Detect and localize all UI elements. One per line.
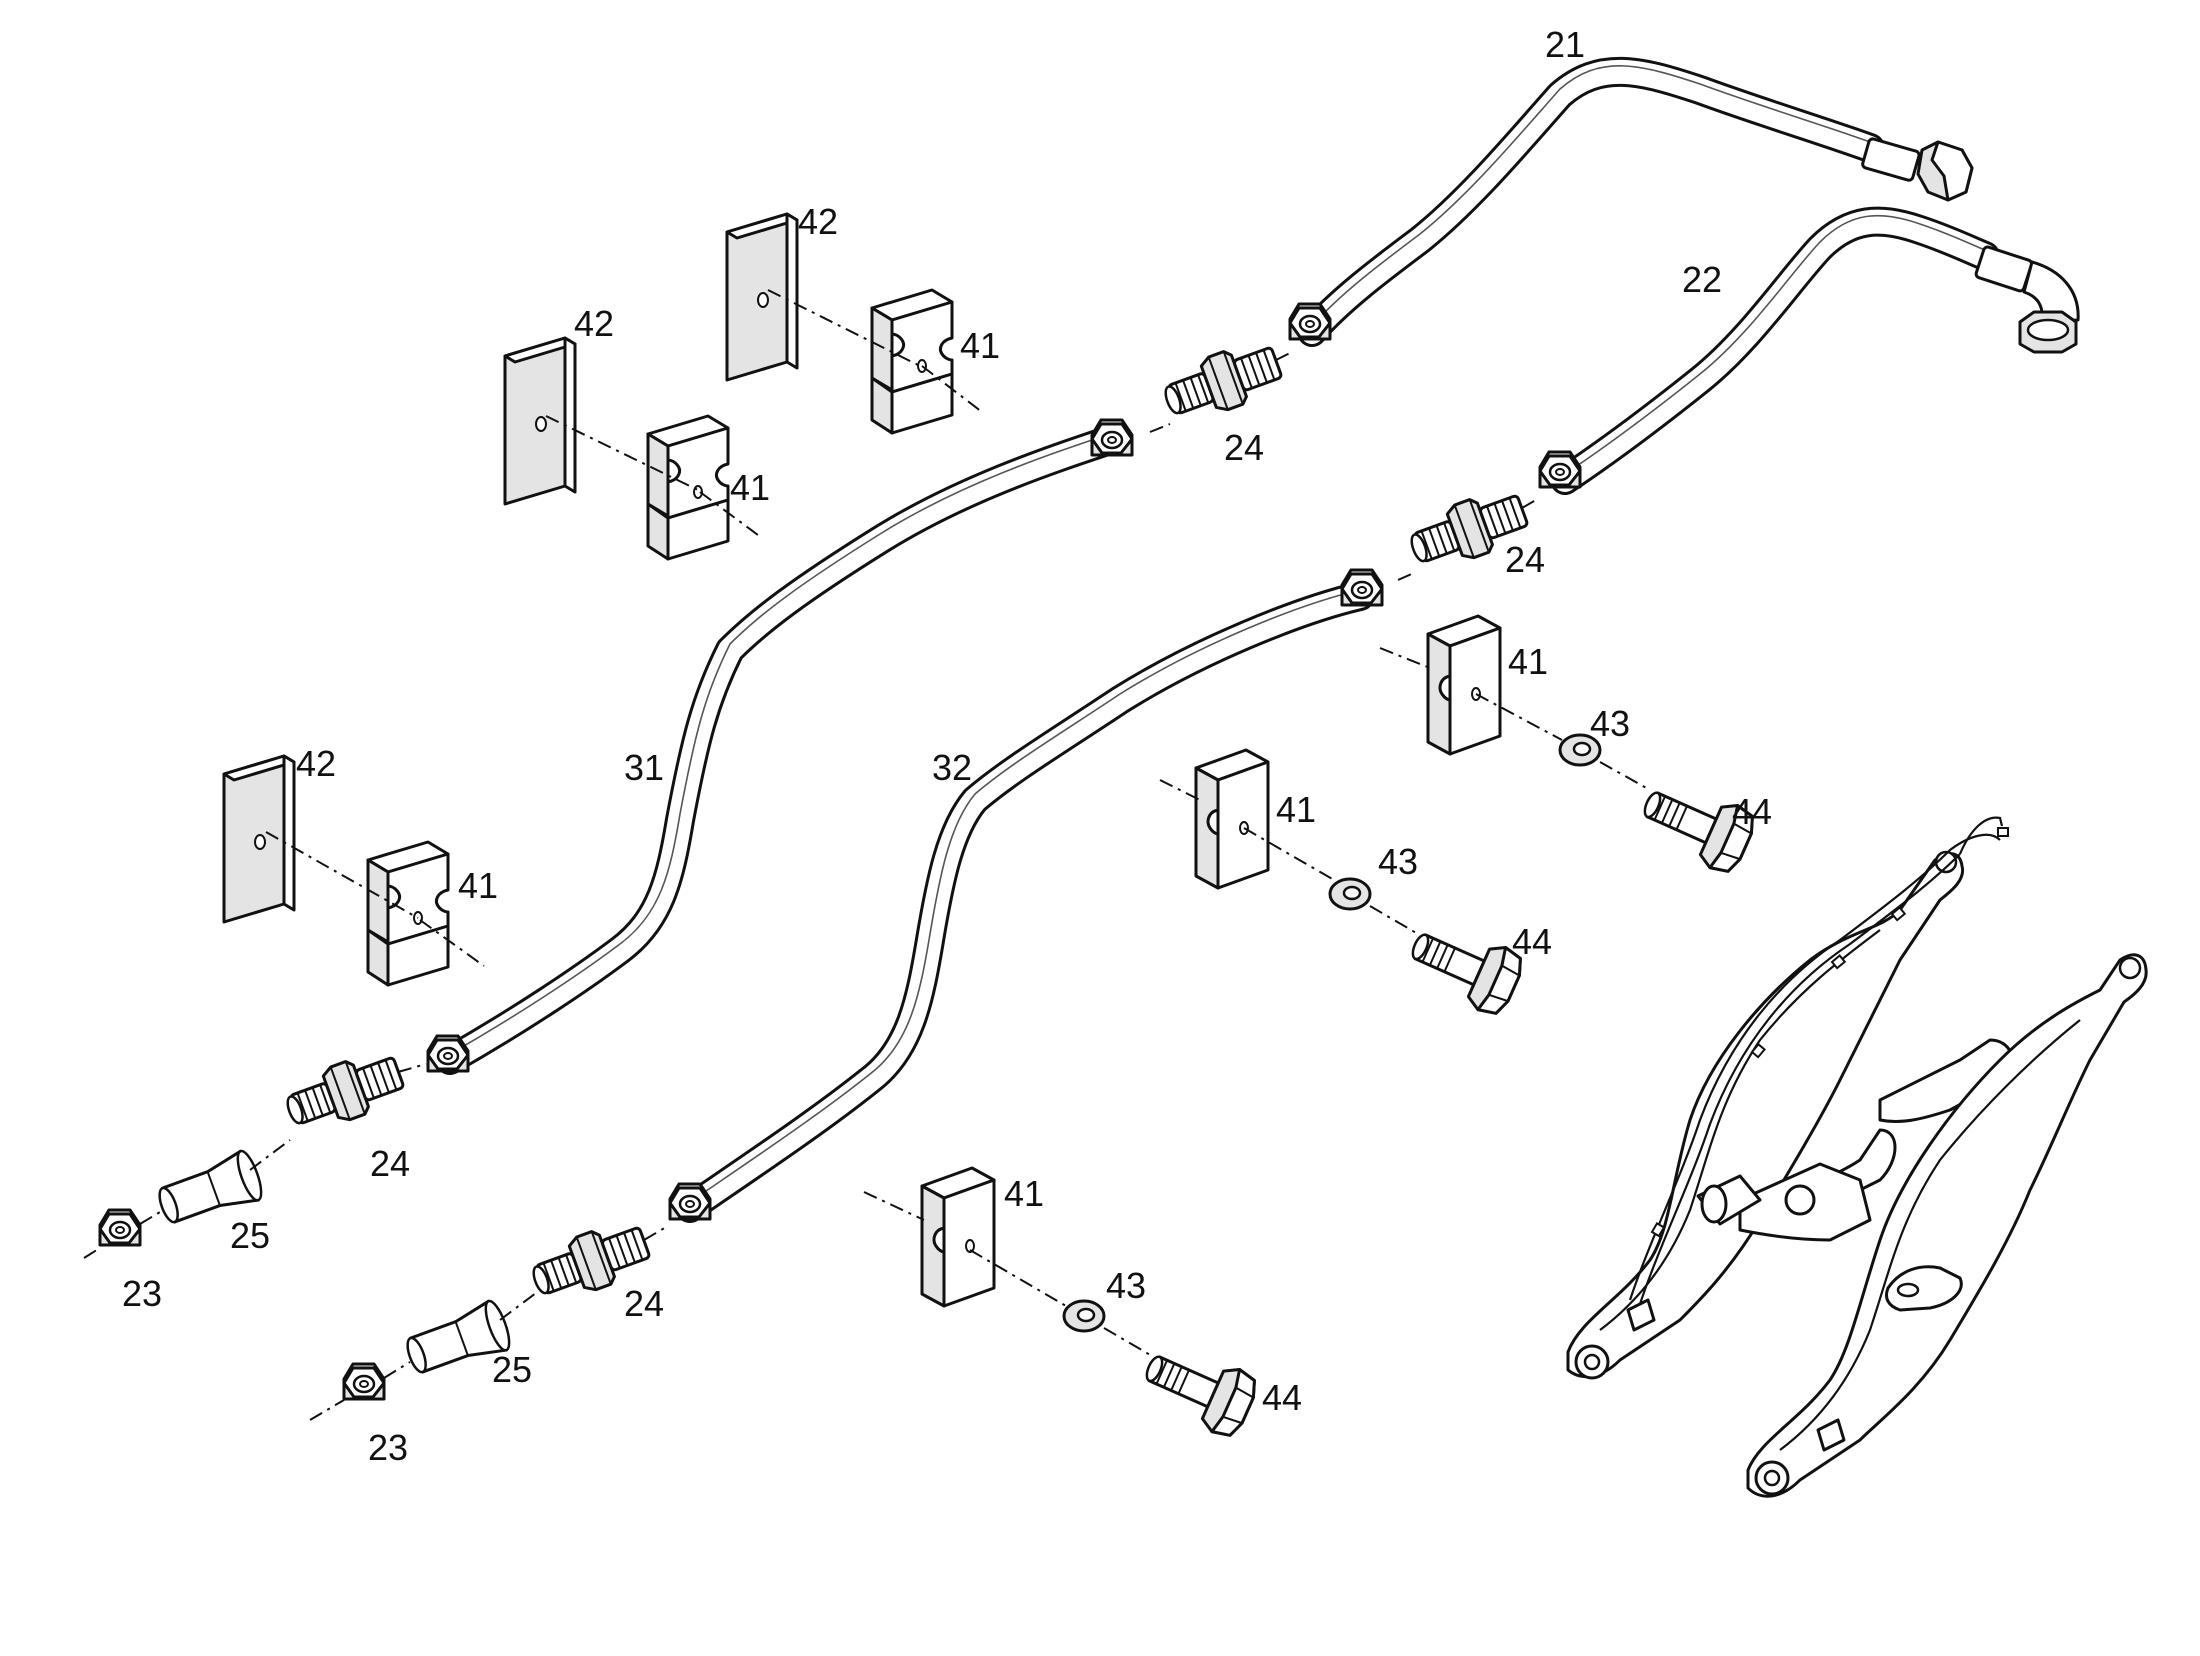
plate-42-left <box>222 754 296 924</box>
pipe-31 <box>426 418 1134 1075</box>
bolt-44-bottom <box>1133 1333 1264 1443</box>
label-44-bottom: 44 <box>1262 1377 1302 1418</box>
clamp-block-41-right <box>1426 614 1502 756</box>
label-23-bottom: 23 <box>368 1427 408 1468</box>
label-22: 22 <box>1682 259 1722 300</box>
label-41-center: 41 <box>1276 789 1316 830</box>
label-23-left: 23 <box>122 1273 162 1314</box>
label-44-center: 44 <box>1512 921 1552 962</box>
union-fitting-24-top <box>1156 334 1288 430</box>
label-24-mid: 24 <box>1505 539 1545 580</box>
washer-43-center <box>1328 877 1372 911</box>
label-31: 31 <box>624 747 664 788</box>
label-41-mid: 41 <box>730 467 770 508</box>
label-43-bottom: 43 <box>1106 1265 1146 1306</box>
plate-42-top <box>725 212 799 382</box>
label-24-left: 24 <box>370 1143 410 1184</box>
bolt-44-center <box>1399 911 1530 1021</box>
label-44-right: 44 <box>1732 791 1772 832</box>
clamp-41-top <box>870 288 954 435</box>
pipe-22 <box>1538 206 2080 495</box>
label-41-right: 41 <box>1508 641 1548 682</box>
label-43-center: 43 <box>1378 841 1418 882</box>
label-42-mid: 42 <box>574 303 614 344</box>
loader-arm-assembly <box>1566 816 2148 1498</box>
washer-43-bottom <box>1062 1299 1106 1333</box>
label-42-left: 42 <box>296 743 336 784</box>
label-21: 21 <box>1545 24 1585 65</box>
label-41-top: 41 <box>960 325 1000 366</box>
label-24-bottom: 24 <box>624 1283 664 1324</box>
label-24-top: 24 <box>1224 427 1264 468</box>
label-25-left: 25 <box>230 1215 270 1256</box>
union-fitting-24-left <box>278 1044 410 1140</box>
clamp-block-41-center <box>1194 748 1270 890</box>
label-25-bottom: 25 <box>492 1349 532 1390</box>
clamp-block-41-bottom <box>920 1166 996 1308</box>
label-41-bottom: 41 <box>1004 1173 1044 1214</box>
pipe-21 <box>1288 56 1974 347</box>
label-32: 32 <box>932 747 972 788</box>
plate-42-mid <box>503 336 577 506</box>
clamp-41-left <box>366 840 450 987</box>
pipe-32 <box>668 568 1384 1223</box>
clamp-41-mid <box>646 414 730 561</box>
label-41-left: 41 <box>458 865 498 906</box>
nut-23-bottom <box>342 1362 386 1401</box>
label-43-right: 43 <box>1590 703 1630 744</box>
nut-23-left <box>98 1208 142 1247</box>
label-42-top: 42 <box>798 201 838 242</box>
